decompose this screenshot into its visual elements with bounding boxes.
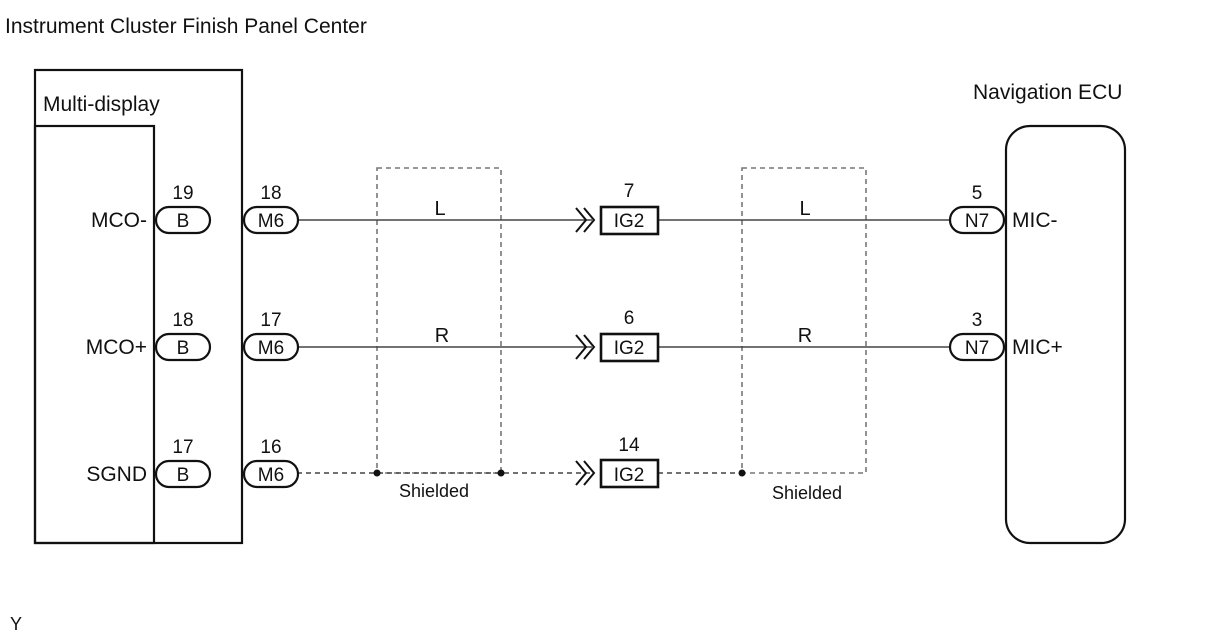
wire-color-right: R — [798, 325, 812, 347]
junction-chevron-icon — [575, 207, 596, 233]
shield-junction-dot — [373, 469, 381, 477]
inner-pin-number: 19 — [172, 183, 193, 204]
inner-pin-number: 17 — [172, 437, 193, 458]
connector-n7-label: N7 — [965, 338, 989, 359]
connector-b-pill — [154, 459, 212, 489]
junction-connector-label: IG2 — [614, 211, 645, 232]
connector-m6-pill — [242, 459, 300, 489]
shield-box-left — [376, 167, 502, 474]
ecu-pin-number: 3 — [972, 310, 983, 331]
connector-m6-label: M6 — [258, 211, 284, 232]
ecu-pin-number: 5 — [972, 183, 983, 204]
junction-connector-box — [599, 205, 660, 236]
outer-pin-number: 17 — [260, 310, 281, 331]
shield-box-right — [741, 167, 867, 474]
wire-color-right: L — [799, 198, 810, 220]
junction-pin-number: 7 — [624, 181, 635, 202]
ecu-terminal-label: MIC+ — [1012, 336, 1063, 359]
junction-connector-label: IG2 — [614, 465, 645, 486]
shield-junction-dot — [738, 469, 746, 477]
junction-pin-number: 14 — [618, 435, 640, 456]
connector-b-pill — [154, 332, 212, 362]
connector-b-label: B — [177, 338, 190, 359]
figure-code: Y — [10, 614, 22, 634]
circuit-mco-plus: MCO+ B 18 M6 17 R IG2 6 R N7 3 MIC+ — [86, 308, 1063, 363]
multi-display-frame — [33, 124, 156, 545]
connector-m6-label: M6 — [258, 338, 284, 359]
connector-n7-pill — [948, 205, 1006, 235]
diagram-title: Instrument Cluster Finish Panel Center — [5, 15, 367, 38]
junction-connector-box — [599, 332, 660, 363]
terminal-label: MCO- — [91, 209, 147, 232]
multi-display-label: Multi-display — [43, 93, 160, 116]
junction-pin-number: 6 — [624, 308, 635, 329]
inner-pin-number: 18 — [172, 310, 193, 331]
ecu-terminal-label: MIC- — [1012, 209, 1058, 232]
terminal-label: MCO+ — [86, 336, 147, 359]
wire-color-left: L — [434, 198, 445, 220]
shield-label-right: Shielded — [772, 483, 842, 503]
shield-label-left: Shielded — [399, 481, 469, 501]
connector-n7-pill — [948, 332, 1006, 362]
circuit-sgnd: SGND B 17 M6 16 IG2 14 — [86, 435, 746, 489]
connector-b-label: B — [177, 211, 190, 232]
junction-connector-label: IG2 — [614, 338, 645, 359]
outer-pin-number: 16 — [260, 437, 281, 458]
connector-n7-label: N7 — [965, 211, 989, 232]
outer-pin-number: 18 — [260, 183, 281, 204]
connector-m6-pill — [242, 332, 300, 362]
connector-b-label: B — [177, 465, 190, 486]
circuit-mco-minus: MCO- B 19 M6 18 L IG2 7 L N7 5 MIC- — [91, 181, 1058, 236]
junction-connector-box — [599, 458, 660, 489]
shield-junction-dot — [497, 469, 505, 477]
navigation-ecu-frame — [1004, 124, 1127, 545]
junction-chevron-icon — [575, 460, 596, 486]
navigation-ecu-label: Navigation ECU — [973, 81, 1122, 104]
connector-m6-label: M6 — [258, 465, 284, 486]
junction-chevron-icon — [575, 334, 596, 360]
connector-b-pill — [154, 205, 212, 235]
terminal-label: SGND — [86, 463, 147, 486]
wire-color-left: R — [435, 325, 449, 347]
connector-m6-pill — [242, 205, 300, 235]
